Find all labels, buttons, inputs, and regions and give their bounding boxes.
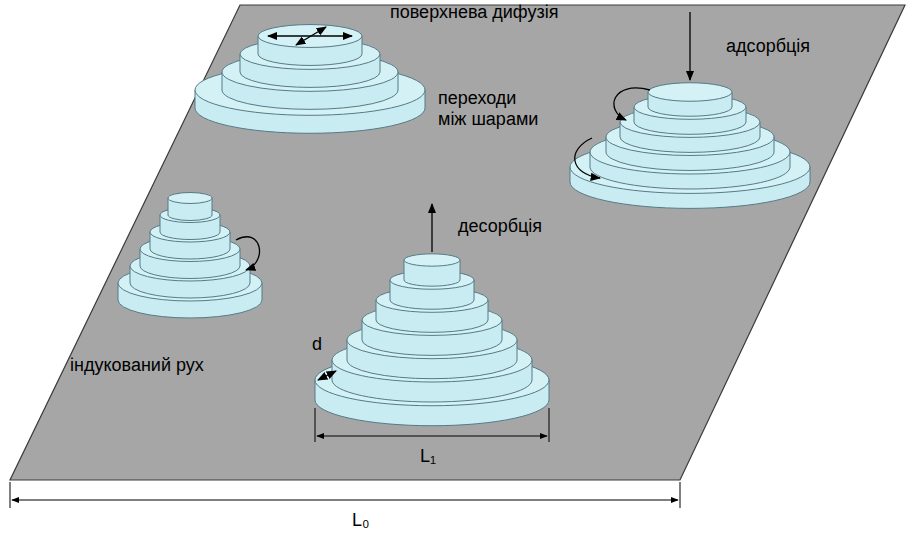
dimension-line xyxy=(317,436,547,437)
induced-motion-arrow xyxy=(236,237,259,270)
process-arrows xyxy=(10,12,690,508)
process-label: індукований рух xyxy=(70,355,204,376)
layer-top xyxy=(168,193,212,204)
island-stack xyxy=(570,83,810,209)
layer-top xyxy=(258,25,362,48)
dimension-label: L₀ xyxy=(352,510,369,531)
dimension-label: d xyxy=(312,334,322,355)
island-group xyxy=(118,25,810,426)
diffusion-arrow xyxy=(296,27,326,45)
interlayer-arrow xyxy=(575,138,600,178)
island-stack xyxy=(118,193,262,318)
dimension-line xyxy=(12,500,678,501)
adsorption-arrow xyxy=(689,12,690,80)
process-label: поверхнева дифузія xyxy=(390,2,558,23)
step-width-arrow xyxy=(318,371,336,380)
process-label: адсорбція xyxy=(726,36,810,57)
dimension-label: L₁ xyxy=(420,446,436,467)
dimension-tick xyxy=(10,482,680,508)
interlayer-arrow xyxy=(614,88,650,120)
dimension-tick xyxy=(315,408,549,442)
process-label: десорбція xyxy=(458,216,542,237)
layer-top xyxy=(648,83,732,101)
process-label: переходи між шарами xyxy=(438,88,546,130)
substrate-plane xyxy=(10,5,905,480)
layer-top xyxy=(404,254,460,266)
island-stack xyxy=(315,254,549,426)
desorption-arrow xyxy=(431,204,432,252)
island-stack xyxy=(195,25,425,134)
